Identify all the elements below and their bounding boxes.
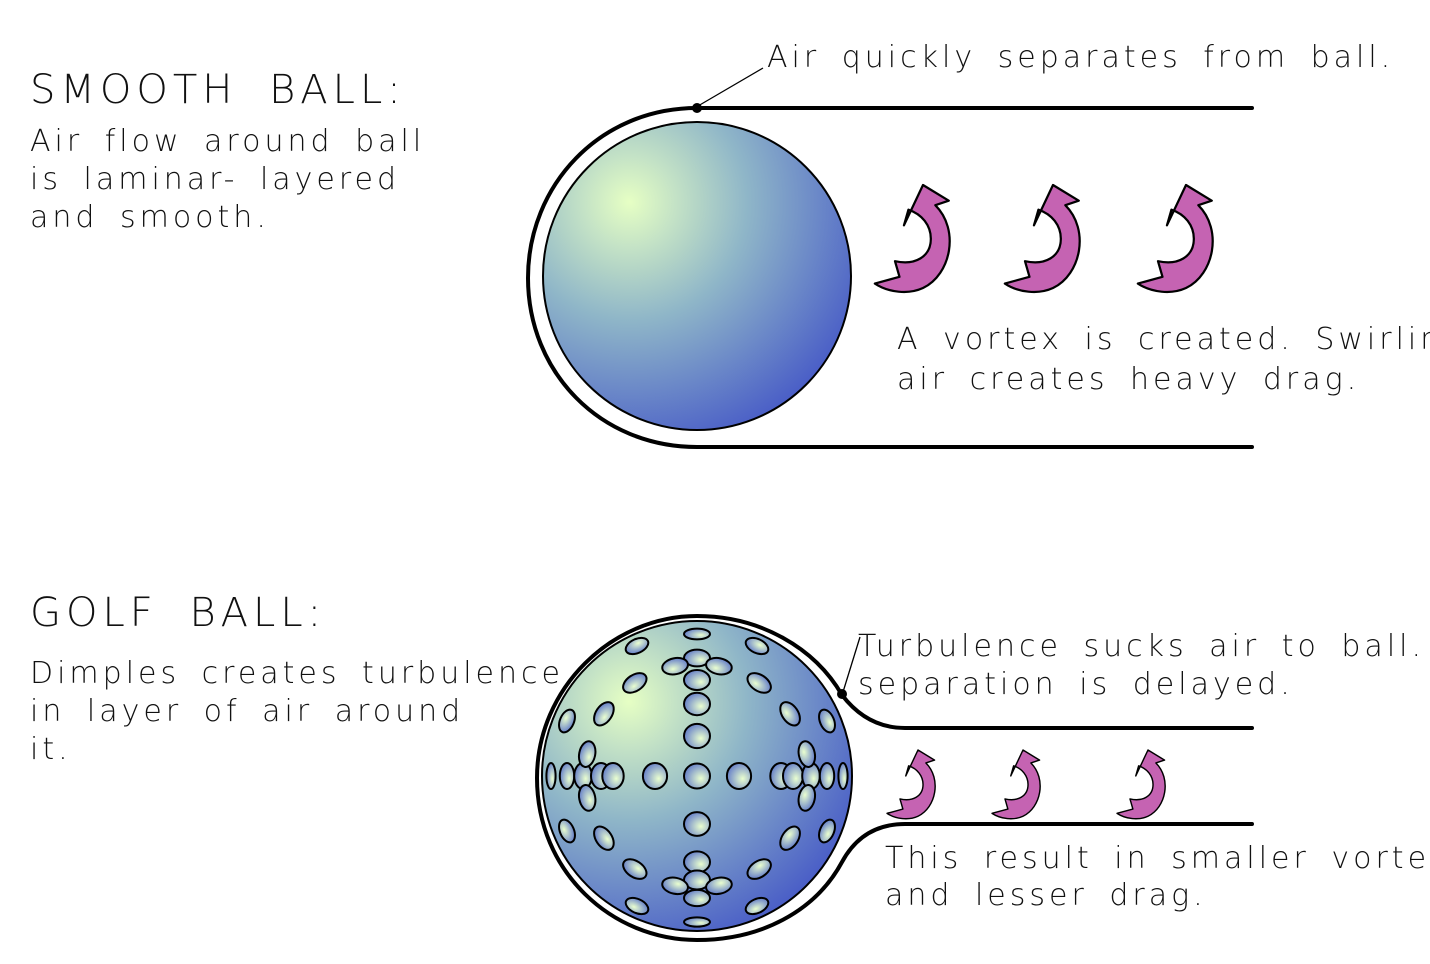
smooth-vortex-arrow-1 (873, 183, 951, 294)
golf-ball-heading: GOLF BALL: (30, 590, 326, 636)
dimple (746, 858, 772, 880)
dimple (683, 648, 711, 668)
golf-ball-description-line-3: it. (30, 732, 72, 767)
dimple (683, 888, 711, 908)
dimple (545, 762, 557, 790)
dimple (683, 691, 711, 717)
dimple (661, 876, 689, 896)
dimple (746, 672, 772, 694)
golf-ball-description-line-1: Dimples creates turbulence (30, 656, 564, 691)
golf-vortex-arrows (886, 749, 1166, 820)
dimple (641, 762, 669, 790)
turbulence-note-line-2: separation is delayed. (858, 667, 1294, 702)
dimple (661, 656, 689, 676)
delayed-separation-point-dot (837, 689, 847, 699)
dimple (744, 896, 770, 916)
smooth-ball-airflow-boundary (526, 106, 1254, 449)
separation-note: Air quickly separates from ball. (767, 40, 1394, 75)
smooth-ball-description-line-2: is laminar- layered (30, 162, 400, 197)
dimple (593, 701, 615, 727)
dimple (624, 636, 650, 656)
dimple (622, 672, 648, 694)
golf-ball-description-line-2: in layer of air around (30, 694, 464, 729)
dimple (818, 708, 836, 734)
dimple (577, 740, 597, 768)
dimple (558, 762, 576, 790)
golf-vortex-note-line-1: This result in smaller vortex (885, 841, 1430, 876)
dimple (779, 701, 801, 727)
dimple (683, 916, 711, 928)
smooth-vortex-arrows (873, 183, 1214, 294)
golf-ball-dimples (545, 627, 849, 928)
dimple (577, 784, 597, 812)
dimple (683, 762, 711, 790)
golf-vortex-note-line-2: and lesser drag. (885, 878, 1207, 913)
separation-leader-line (697, 67, 764, 107)
turbulence-note-line-1: Turbulence sucks air to ball. (858, 629, 1425, 664)
smooth-ball (542, 121, 852, 431)
dimple (558, 818, 576, 844)
golf-vortex-arrow-2 (991, 749, 1041, 820)
dimple (683, 722, 711, 750)
dimple (818, 818, 836, 844)
golf-ball-airflow-boundary (535, 614, 1254, 942)
dimple (782, 762, 804, 790)
golf-vortex-arrow-1 (886, 749, 936, 820)
dimple (837, 762, 849, 790)
turbulence-leader-line (842, 636, 861, 693)
dimple (683, 627, 711, 641)
smooth-ball-description-line-1: Air flow around ball (30, 124, 425, 159)
dimple (705, 656, 733, 676)
smooth-vortex-note-line-1: A vortex is created. Swirling (897, 322, 1430, 357)
dimple (683, 669, 711, 691)
dimple (705, 876, 733, 896)
golf-vortex-arrow-3 (1116, 749, 1166, 820)
smooth-ball-description-line-3: and smooth. (30, 200, 270, 235)
dimple (797, 740, 817, 768)
dimple (683, 811, 711, 837)
smooth-vortex-arrow-3 (1136, 183, 1214, 294)
smooth-vortex-arrow-2 (1003, 183, 1081, 294)
dimple (601, 762, 625, 790)
dimple (744, 636, 770, 656)
dimple (779, 825, 801, 851)
smooth-ball-section: SMOOTH BALL: Air flow around ball is lam… (30, 40, 1430, 449)
dimple (624, 896, 650, 916)
smooth-vortex-note-line-2: air creates heavy drag. (897, 362, 1360, 397)
dimple (558, 708, 576, 734)
dimple (593, 825, 615, 851)
smooth-ball-heading: SMOOTH BALL: (30, 67, 406, 113)
dimple (818, 762, 836, 790)
dimple (622, 858, 648, 880)
dimple (797, 784, 817, 812)
dimple (683, 850, 711, 874)
dimple (725, 762, 753, 790)
golf-ball-section: GOLF BALL: Dimples creates turbulence in… (30, 590, 1430, 942)
